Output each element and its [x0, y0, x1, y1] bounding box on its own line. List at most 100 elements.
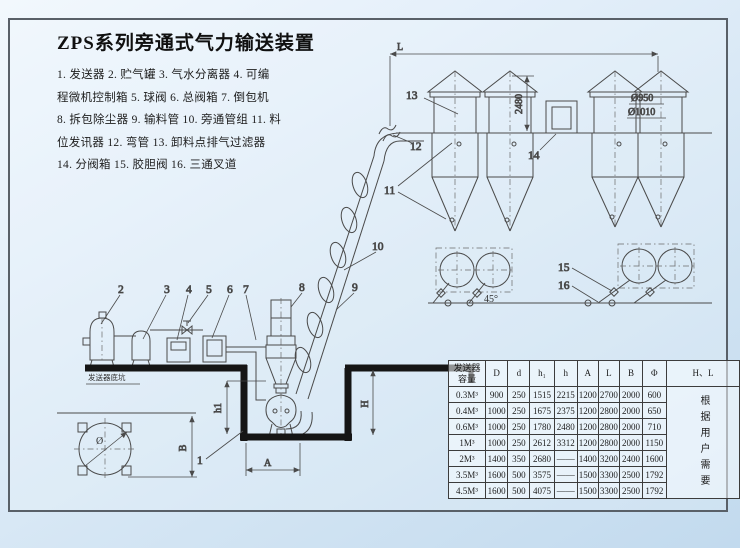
cell: 2680 — [529, 450, 555, 467]
cell: 2000 — [619, 386, 643, 403]
dim-label-2480: 2480 — [514, 94, 525, 114]
cell: 4075 — [529, 482, 555, 499]
cell: 1600 — [484, 482, 509, 499]
part-label-5: 5 — [206, 284, 212, 296]
parts-legend: 1. 发送器 2. 贮气罐 3. 气水分离器 4. 可编 程微机控制箱 5. 球… — [57, 64, 325, 177]
cell: 2500 — [619, 466, 643, 483]
main-valve-box — [202, 335, 266, 401]
cell: 2M³ — [448, 450, 486, 467]
part-label-3: 3 — [164, 284, 170, 296]
dim-label-A: A — [264, 458, 272, 469]
valve-box — [545, 100, 578, 134]
cell: 350 — [507, 450, 531, 467]
part-label-12: 12 — [410, 141, 422, 153]
cell: 1150 — [641, 434, 667, 451]
part-label-10: 10 — [372, 241, 384, 253]
cell: 2800 — [597, 402, 621, 419]
cell: 2375 — [553, 402, 578, 419]
cell: 1M³ — [448, 434, 486, 451]
cell: 2800 — [597, 418, 621, 435]
part-label-1: 1 — [197, 455, 203, 467]
cell: 1200 — [576, 434, 599, 451]
part-label-16: 16 — [558, 280, 570, 292]
cell: 3.5M³ — [448, 466, 486, 483]
dimension-L: L — [389, 42, 659, 126]
part-labels: 2 3 4 5 6 7 8 9 10 11 12 13 14 15 16 1 — [100, 90, 613, 467]
part-label-13: 13 — [406, 90, 418, 102]
cell: 1600 — [641, 450, 667, 467]
cell: 0.4M³ — [448, 402, 486, 419]
part-label-9: 9 — [352, 282, 358, 294]
part-label-6: 6 — [227, 284, 233, 296]
cell: 2000 — [619, 418, 643, 435]
cell: 1515 — [529, 386, 555, 403]
col-header-A: A — [576, 360, 599, 387]
pit-structure — [85, 364, 474, 441]
col-header-D: D — [484, 360, 509, 387]
deduster-and-feeder — [265, 298, 313, 438]
dim-label-h1: h1 — [213, 403, 224, 413]
cell: 900 — [484, 386, 509, 403]
cell: 1792 — [641, 482, 667, 499]
ball-valve — [150, 320, 203, 336]
cell: 1200 — [576, 386, 599, 403]
cell: 1200 — [576, 418, 599, 435]
cell: 500 — [507, 482, 531, 499]
cell: 3312 — [553, 434, 578, 451]
cell: 250 — [507, 386, 531, 403]
plan-view-right — [597, 243, 695, 304]
dimension-B: B — [128, 416, 197, 478]
cell: 1000 — [484, 418, 509, 435]
cell: 3200 — [597, 450, 621, 467]
cell: 250 — [507, 418, 531, 435]
diameter-callouts: Ø950 Ø1010 — [627, 93, 666, 119]
cell: 2612 — [529, 434, 555, 451]
page-title: ZPS系列旁通式气力输送装置 — [57, 33, 315, 54]
dimension-h1: h1 — [213, 380, 266, 434]
air-storage-tank — [82, 311, 115, 368]
cell: 3575 — [529, 466, 555, 483]
dim-label-H: H — [360, 400, 371, 407]
part-label-8: 8 — [299, 282, 305, 294]
cell: 1780 — [529, 418, 555, 435]
cell: —— — [553, 466, 578, 483]
cell: 710 — [641, 418, 667, 435]
cell: 2215 — [553, 386, 578, 403]
cell: 2400 — [619, 450, 643, 467]
cell: 500 — [507, 466, 531, 483]
cell: —— — [553, 482, 578, 499]
dimension-H: H — [360, 370, 376, 435]
cell: 1675 — [529, 402, 555, 419]
legend-line: 程微机控制箱 5. 球阀 6. 总阀箱 7. 倒包机 — [57, 91, 269, 104]
part-label-15: 15 — [558, 262, 570, 274]
col-header-L: L — [597, 360, 621, 387]
table-note-cell: 根据用户需要 — [665, 386, 740, 499]
cell: 600 — [641, 386, 667, 403]
cell: 1400 — [484, 450, 509, 467]
cell: 1000 — [484, 434, 509, 451]
legend-line: 8. 拆包除尘器 9. 输料管 10. 旁通管组 11. 料 — [57, 114, 282, 126]
part-label-2: 2 — [118, 284, 124, 296]
cell: 4.5M³ — [448, 482, 486, 499]
col-header-B: B — [619, 360, 643, 387]
cell: 2480 — [553, 418, 578, 435]
col-header-capacity: 发送器容量 — [448, 360, 486, 387]
cell: 1792 — [641, 466, 667, 483]
cell: 3300 — [597, 466, 621, 483]
plan-view-left: 45° — [432, 247, 513, 305]
cell: 1500 — [576, 466, 599, 483]
cell: 250 — [507, 402, 531, 419]
pit-note: 发送器底坑 — [88, 372, 126, 382]
distribution-pipe — [428, 299, 712, 307]
legend-line: 1. 发送器 2. 贮气罐 3. 气水分离器 4. 可编 — [57, 69, 270, 81]
cell: 1200 — [576, 402, 599, 419]
col-header-d: d — [507, 360, 531, 387]
dimension-A: A — [245, 443, 301, 476]
cell: 1000 — [484, 402, 509, 419]
